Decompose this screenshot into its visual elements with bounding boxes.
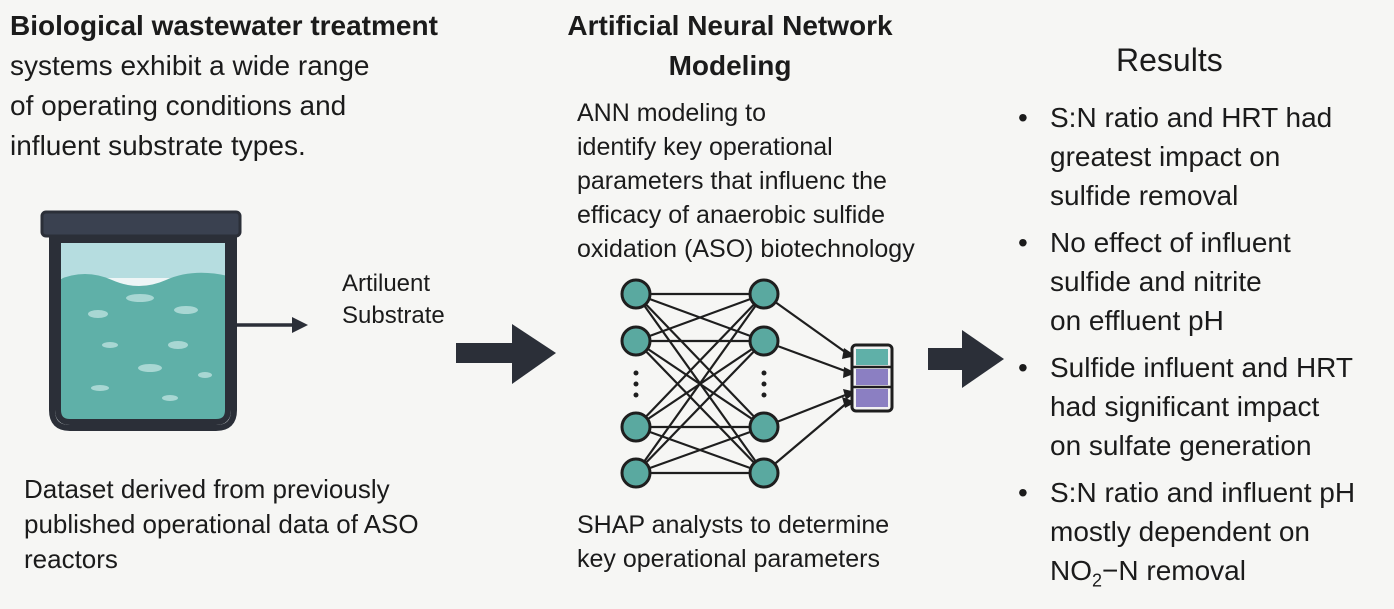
results-list: • S:N ratio and HRT had greatest impact … <box>1016 98 1391 609</box>
dataset-line: published operational data of ASO <box>24 509 419 539</box>
result-line: sulfide removal <box>1050 180 1239 211</box>
shap-text: SHAP analysts to determine key operation… <box>577 508 967 576</box>
ann-title-line: Modeling <box>668 50 792 81</box>
dataset-text: Dataset derived from previously publishe… <box>24 472 464 577</box>
substrate-label-line: Substrate <box>342 302 445 329</box>
result-line: mostly dependent on <box>1050 516 1310 547</box>
substrate-label-line: Artiluent <box>342 270 431 297</box>
result-line: No effect of influent <box>1050 227 1291 258</box>
chem-no: NO <box>1050 555 1092 586</box>
result-item: • Sulfide influent and HRT had significa… <box>1016 348 1391 465</box>
result-item: • S:N ratio and HRT had greatest impact … <box>1016 98 1391 215</box>
result-line: S:N ratio and influent pH <box>1050 477 1356 508</box>
ann-title: Artificial Neural Network Modeling <box>540 6 920 86</box>
dataset-line: Dataset derived from previously <box>24 474 390 504</box>
ann-desc-line: efficacy of anaerobic sulfide <box>577 201 886 229</box>
result-line: on effluent pH <box>1050 305 1224 336</box>
substrate-label: Artiluent Substrate <box>342 268 445 332</box>
arrow-right-icon <box>456 324 556 384</box>
shap-line: SHAP analysts to determine <box>577 511 890 539</box>
chem-subscript: 2 <box>1092 570 1103 591</box>
beaker-icon <box>40 210 242 431</box>
intro-text: Biological wastewater treatment systems … <box>10 6 480 166</box>
intro-line: of operating conditions and <box>10 90 347 121</box>
result-line: sulfide and nitrite <box>1050 266 1262 297</box>
intro-line: Biological wastewater treatment <box>10 10 438 41</box>
bullet-icon: • <box>1018 477 1028 508</box>
intro-line: influent substrate types. <box>10 130 306 161</box>
output-layer-icon <box>850 343 894 413</box>
arrow-right-icon <box>928 330 1004 388</box>
result-line: greatest impact on <box>1050 141 1281 172</box>
result-line: had significant impact <box>1050 391 1320 422</box>
bullet-icon: • <box>1018 227 1028 258</box>
result-line: on sulfate generation <box>1050 430 1312 461</box>
bullet-icon: • <box>1018 102 1028 133</box>
chem-rest: −N removal <box>1102 555 1246 586</box>
result-line: S:N ratio and HRT had <box>1050 102 1333 133</box>
arrow-right-icon <box>234 317 308 333</box>
result-line-chemical: NO2−N removal <box>1050 551 1391 601</box>
ann-title-line: Artificial Neural Network <box>567 10 893 41</box>
result-item: • S:N ratio and influent pH mostly depen… <box>1016 473 1391 601</box>
ann-desc-line: ANN modeling to <box>577 99 766 127</box>
result-item: • No effect of influent sulfide and nitr… <box>1016 223 1391 340</box>
dataset-line: reactors <box>24 544 118 574</box>
ann-desc-line: oxidation (ASO) biotechnology <box>577 235 915 263</box>
result-line: Sulfide influent and HRT <box>1050 352 1353 383</box>
ann-desc-line: parameters that influenc the <box>577 167 887 195</box>
results-title: Results <box>1116 42 1223 78</box>
bullet-icon: • <box>1018 352 1028 383</box>
ann-desc-line: identify key operational <box>577 133 833 161</box>
shap-line: key operational parameters <box>577 545 880 573</box>
intro-line: systems exhibit a wide range <box>10 50 370 81</box>
neural-network-icon <box>620 278 856 489</box>
ann-description: ANN modeling to identify key operational… <box>577 96 967 266</box>
